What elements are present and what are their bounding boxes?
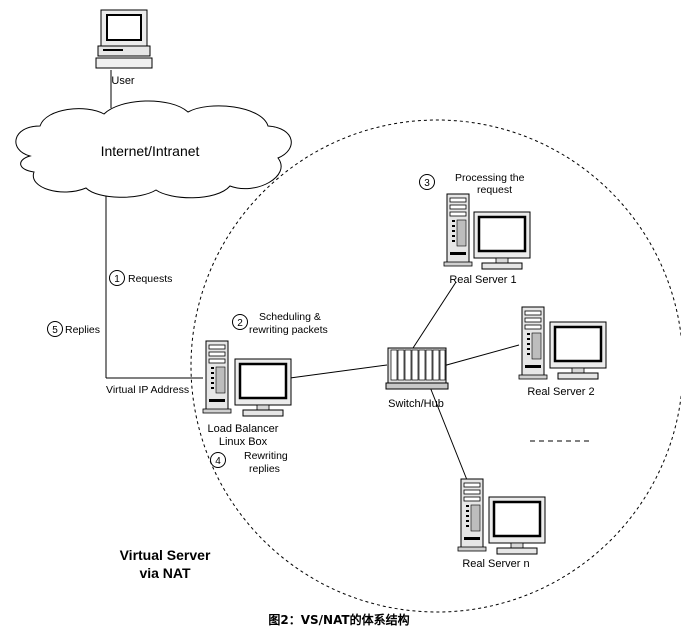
load-balancer-label-1: Load Balancer: [208, 423, 279, 435]
virtual-ip-label: Virtual IP Address: [106, 384, 189, 396]
internet-cloud-icon: [15, 100, 292, 199]
step-3-text-2: request: [477, 184, 512, 196]
step-4-circle: [210, 452, 226, 468]
step-2-text-1: Scheduling &: [259, 311, 321, 323]
step-3-text-1: Processing the: [455, 172, 525, 184]
real-server-2-icon: [518, 306, 608, 381]
step-5-text: Replies: [65, 324, 100, 336]
line-switch-server2: [442, 344, 520, 367]
step-4-text-2: replies: [249, 463, 280, 475]
user-computer-icon: [95, 9, 153, 69]
step-5-number: 5: [52, 325, 58, 336]
step-1-circle: [109, 270, 125, 286]
virtual-server-title-2: via NAT: [139, 565, 191, 581]
user-label: User: [111, 75, 135, 87]
step-4-text-1: Rewriting: [244, 450, 288, 462]
step-2-circle: [232, 314, 248, 330]
real-server-1-label: Real Server 1: [449, 274, 516, 286]
step-4-number: 4: [215, 456, 221, 467]
virtual-server-boundary: [190, 119, 681, 613]
real-server-1-icon: [443, 193, 532, 271]
load-balancer-label-2: Linux Box: [219, 436, 268, 448]
virtual-server-title-1: Virtual Server: [120, 547, 211, 563]
switch-label: Switch/Hub: [388, 398, 444, 410]
real-server-n-label: Real Server n: [462, 558, 529, 570]
real-server-n-icon: [457, 478, 547, 556]
switch-hub-icon: [385, 347, 449, 390]
step-1-text: Requests: [128, 273, 172, 285]
step-3-circle: [419, 174, 435, 190]
line-lb-switch: [289, 364, 388, 379]
real-server-2-label: Real Server 2: [527, 386, 594, 398]
step-5-circle: [47, 321, 63, 337]
line-switch-servern: [429, 386, 468, 481]
figure-caption: 图2：VS/NAT的体系结构: [268, 612, 409, 627]
cloud-label: Internet/Intranet: [101, 143, 200, 159]
line-switch-server1: [412, 281, 457, 349]
step-2-text-2: rewriting packets: [249, 324, 328, 336]
step-3-number: 3: [424, 178, 430, 189]
step-1-number: 1: [114, 274, 120, 285]
step-2-number: 2: [237, 318, 243, 329]
load-balancer-icon: [202, 340, 293, 418]
